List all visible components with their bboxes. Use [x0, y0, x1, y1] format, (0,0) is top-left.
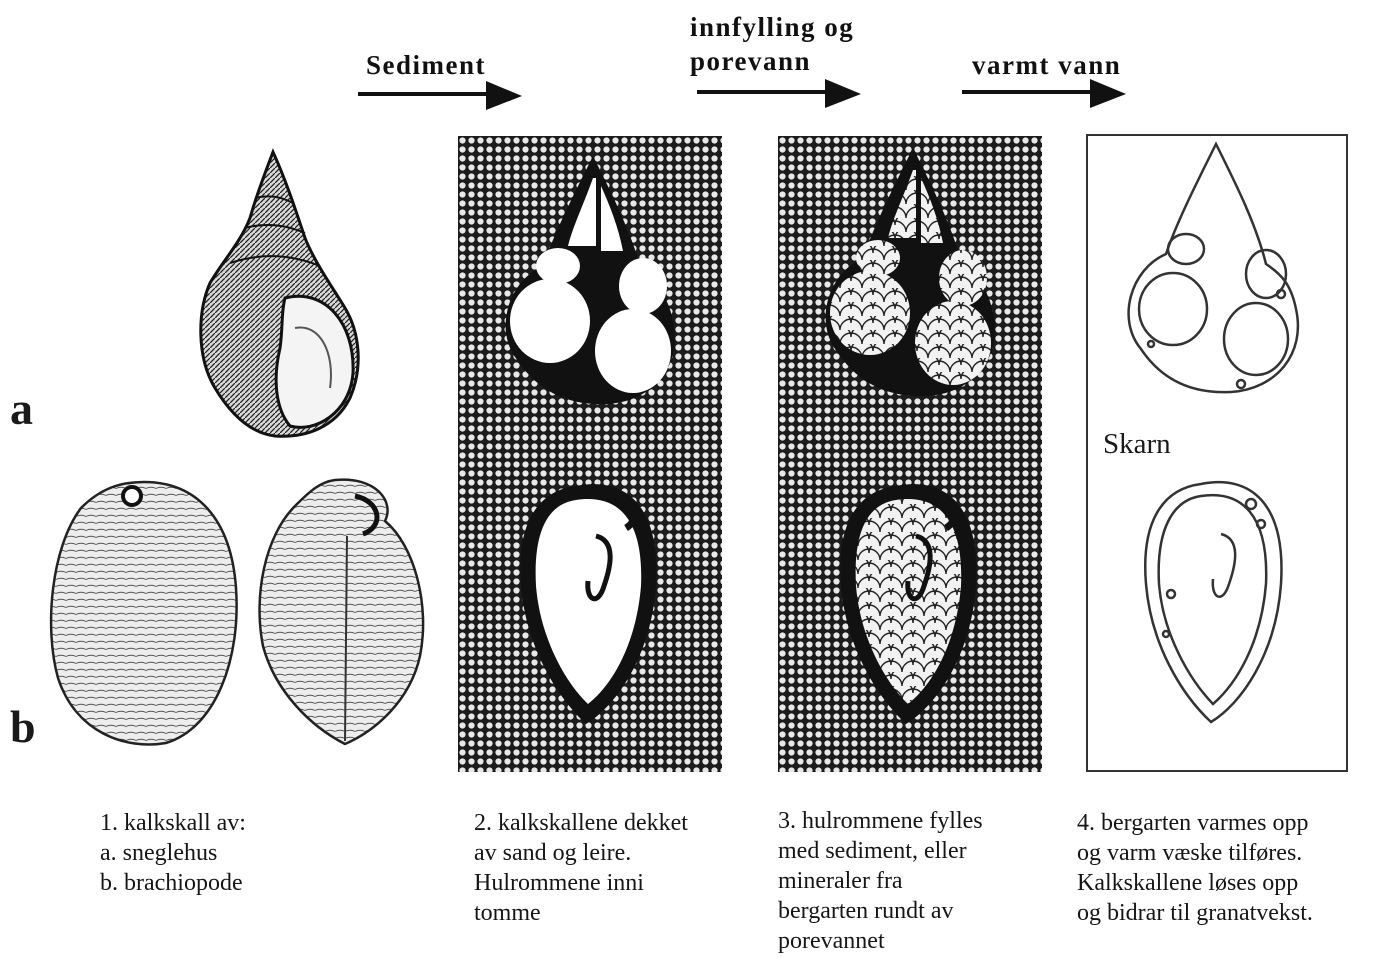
arrow-label-sediment: Sediment: [366, 50, 486, 80]
stage3-panel: [778, 136, 1042, 772]
caption-line: bergarten rundt av: [778, 896, 983, 926]
caption-line: Hulrommene inni: [474, 868, 688, 898]
caption-stage3: 3. hulrommene fylles med sediment, eller…: [778, 806, 983, 956]
caption-line: Kalkskallene løses opp: [1077, 868, 1313, 898]
caption-line: 2. kalkskallene dekket: [474, 808, 688, 838]
caption-line: tomme: [474, 898, 688, 928]
arrow-right-icon: [358, 78, 528, 114]
caption-line: 3. hulrommene fylles: [778, 806, 983, 836]
row-label-a: a: [10, 382, 33, 435]
caption-line: mineraler fra: [778, 866, 983, 896]
caption-line: med sediment, eller: [778, 836, 983, 866]
caption-line: b. brachiopode: [100, 868, 246, 898]
caption-line: a. sneglehus: [100, 838, 246, 868]
caption-line: porevannet: [778, 926, 983, 956]
stage2-panel: [458, 136, 722, 772]
row-label-b: b: [10, 700, 36, 753]
caption-line: av sand og leire.: [474, 838, 688, 868]
caption-line: 4. bergarten varmes opp: [1077, 808, 1313, 838]
arrow-label-infill-line1: innfylling og: [690, 12, 854, 42]
caption-line: og varm væske tilføres.: [1077, 838, 1313, 868]
snail-shell-icon: [195, 148, 365, 440]
caption-stage4: 4. bergarten varmes opp og varm væske ti…: [1077, 808, 1313, 928]
caption-line: 1. kalkskall av:: [100, 808, 246, 838]
caption-line: og bidrar til granatvekst.: [1077, 898, 1313, 928]
arrow-right-icon: [697, 76, 867, 112]
brachiopod-shell-icon: [46, 478, 242, 748]
brachiopod-shell-icon: [255, 476, 431, 748]
caption-stage1: 1. kalkskall av: a. sneglehus b. brachio…: [100, 808, 246, 898]
arrow-label-infill-line2: porevann: [690, 46, 811, 76]
arrow-right-icon: [962, 76, 1132, 112]
caption-stage2: 2. kalkskallene dekket av sand og leire.…: [474, 808, 688, 928]
stage4-label-skarn: Skarn: [1103, 428, 1171, 461]
